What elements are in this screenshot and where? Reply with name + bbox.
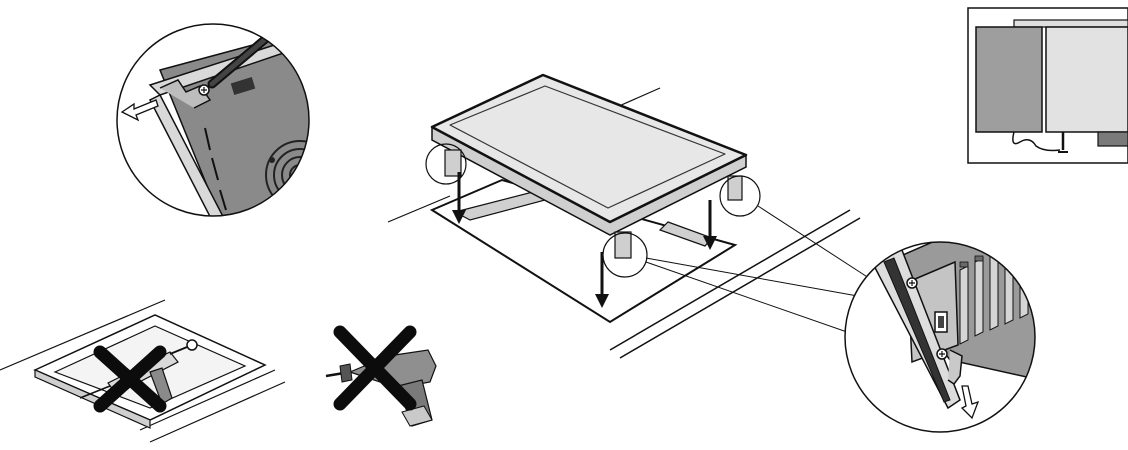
detail-circle-clip-screw-icon bbox=[844, 241, 1036, 433]
arrow-down-icon bbox=[960, 385, 980, 420]
arrow-left-icon bbox=[120, 99, 159, 122]
arrow-down-icon bbox=[452, 172, 717, 308]
cabinet-section-icon bbox=[967, 7, 1128, 164]
hob-top-view-icon bbox=[387, 73, 881, 359]
detail-circle-clip-release-icon bbox=[116, 23, 310, 217]
drill-prohibited-icon bbox=[325, 325, 437, 427]
sealant-gun-prohibited-icon bbox=[0, 299, 286, 443]
